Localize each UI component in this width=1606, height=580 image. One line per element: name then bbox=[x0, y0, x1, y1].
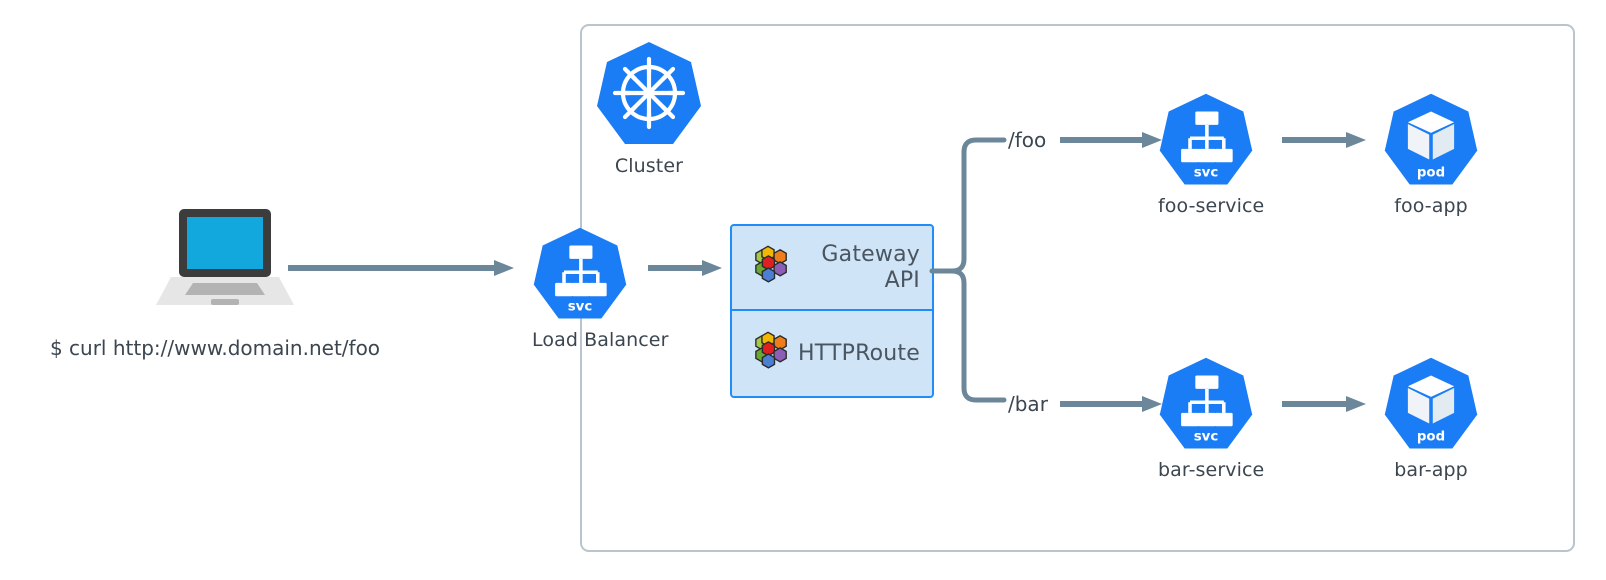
cluster-label: Cluster bbox=[614, 155, 684, 177]
httproute-line1: HTTPRoute bbox=[798, 340, 920, 366]
arrow-foo-service-to-pod bbox=[1282, 132, 1366, 148]
svg-text:svc: svc bbox=[1194, 429, 1219, 444]
route-branch-connector bbox=[929, 137, 1007, 403]
bar-app-label: bar-app bbox=[1394, 459, 1468, 481]
pod-icon: pod bbox=[1384, 93, 1478, 185]
crd-hexagons-icon bbox=[755, 245, 787, 283]
arrow-client-to-lb bbox=[288, 260, 514, 276]
laptop-icon bbox=[156, 209, 294, 305]
arrow-bar-service-to-pod bbox=[1282, 396, 1366, 412]
httproute-row[interactable]: HTTPRoute bbox=[732, 311, 932, 396]
svg-text:svc: svc bbox=[1194, 165, 1219, 180]
bar-service-label: bar-service bbox=[1158, 459, 1265, 481]
httproute-text: HTTPRoute bbox=[794, 341, 920, 367]
svg-text:svc: svc bbox=[568, 299, 593, 314]
foo-app-label: foo-app bbox=[1394, 195, 1468, 217]
svc-icon: svc bbox=[533, 227, 627, 319]
pod-icon: pod bbox=[1384, 357, 1478, 449]
curl-command-caption: $ curl http://www.domain.net/foo bbox=[49, 336, 381, 360]
load-balancer-node: svc Load Balancer bbox=[532, 226, 669, 351]
foo-service-node: svc foo-service bbox=[1158, 92, 1264, 217]
arrow-lb-to-gateway bbox=[648, 260, 722, 276]
gateway-api-row[interactable]: Gateway API bbox=[732, 226, 932, 311]
bar-app-node: pod bar-app bbox=[1383, 356, 1479, 481]
gateway-api-line1: Gateway bbox=[821, 241, 920, 267]
arrow-bar-to-service bbox=[1060, 396, 1162, 412]
cluster-node: Cluster bbox=[595, 40, 703, 177]
foo-app-node: pod foo-app bbox=[1383, 92, 1479, 217]
arrow-foo-to-service bbox=[1060, 132, 1162, 148]
foo-service-label: foo-service bbox=[1158, 195, 1265, 217]
client-node bbox=[155, 205, 295, 317]
kubernetes-helm-icon bbox=[597, 42, 701, 144]
route-path-label-foo: /foo bbox=[1008, 128, 1047, 152]
gateway-api-box[interactable]: Gateway API HTTPRoute bbox=[730, 224, 934, 398]
svg-text:pod: pod bbox=[1417, 429, 1445, 444]
gateway-api-text: Gateway API bbox=[794, 242, 920, 294]
load-balancer-label: Load Balancer bbox=[532, 329, 669, 351]
gateway-api-line2: API bbox=[884, 267, 920, 293]
crd-hexagons-icon bbox=[755, 331, 787, 369]
svc-icon: svc bbox=[1159, 93, 1253, 185]
route-path-label-bar: /bar bbox=[1008, 392, 1048, 416]
bar-service-node: svc bar-service bbox=[1158, 356, 1264, 481]
svg-text:pod: pod bbox=[1417, 165, 1445, 180]
svc-icon: svc bbox=[1159, 357, 1253, 449]
